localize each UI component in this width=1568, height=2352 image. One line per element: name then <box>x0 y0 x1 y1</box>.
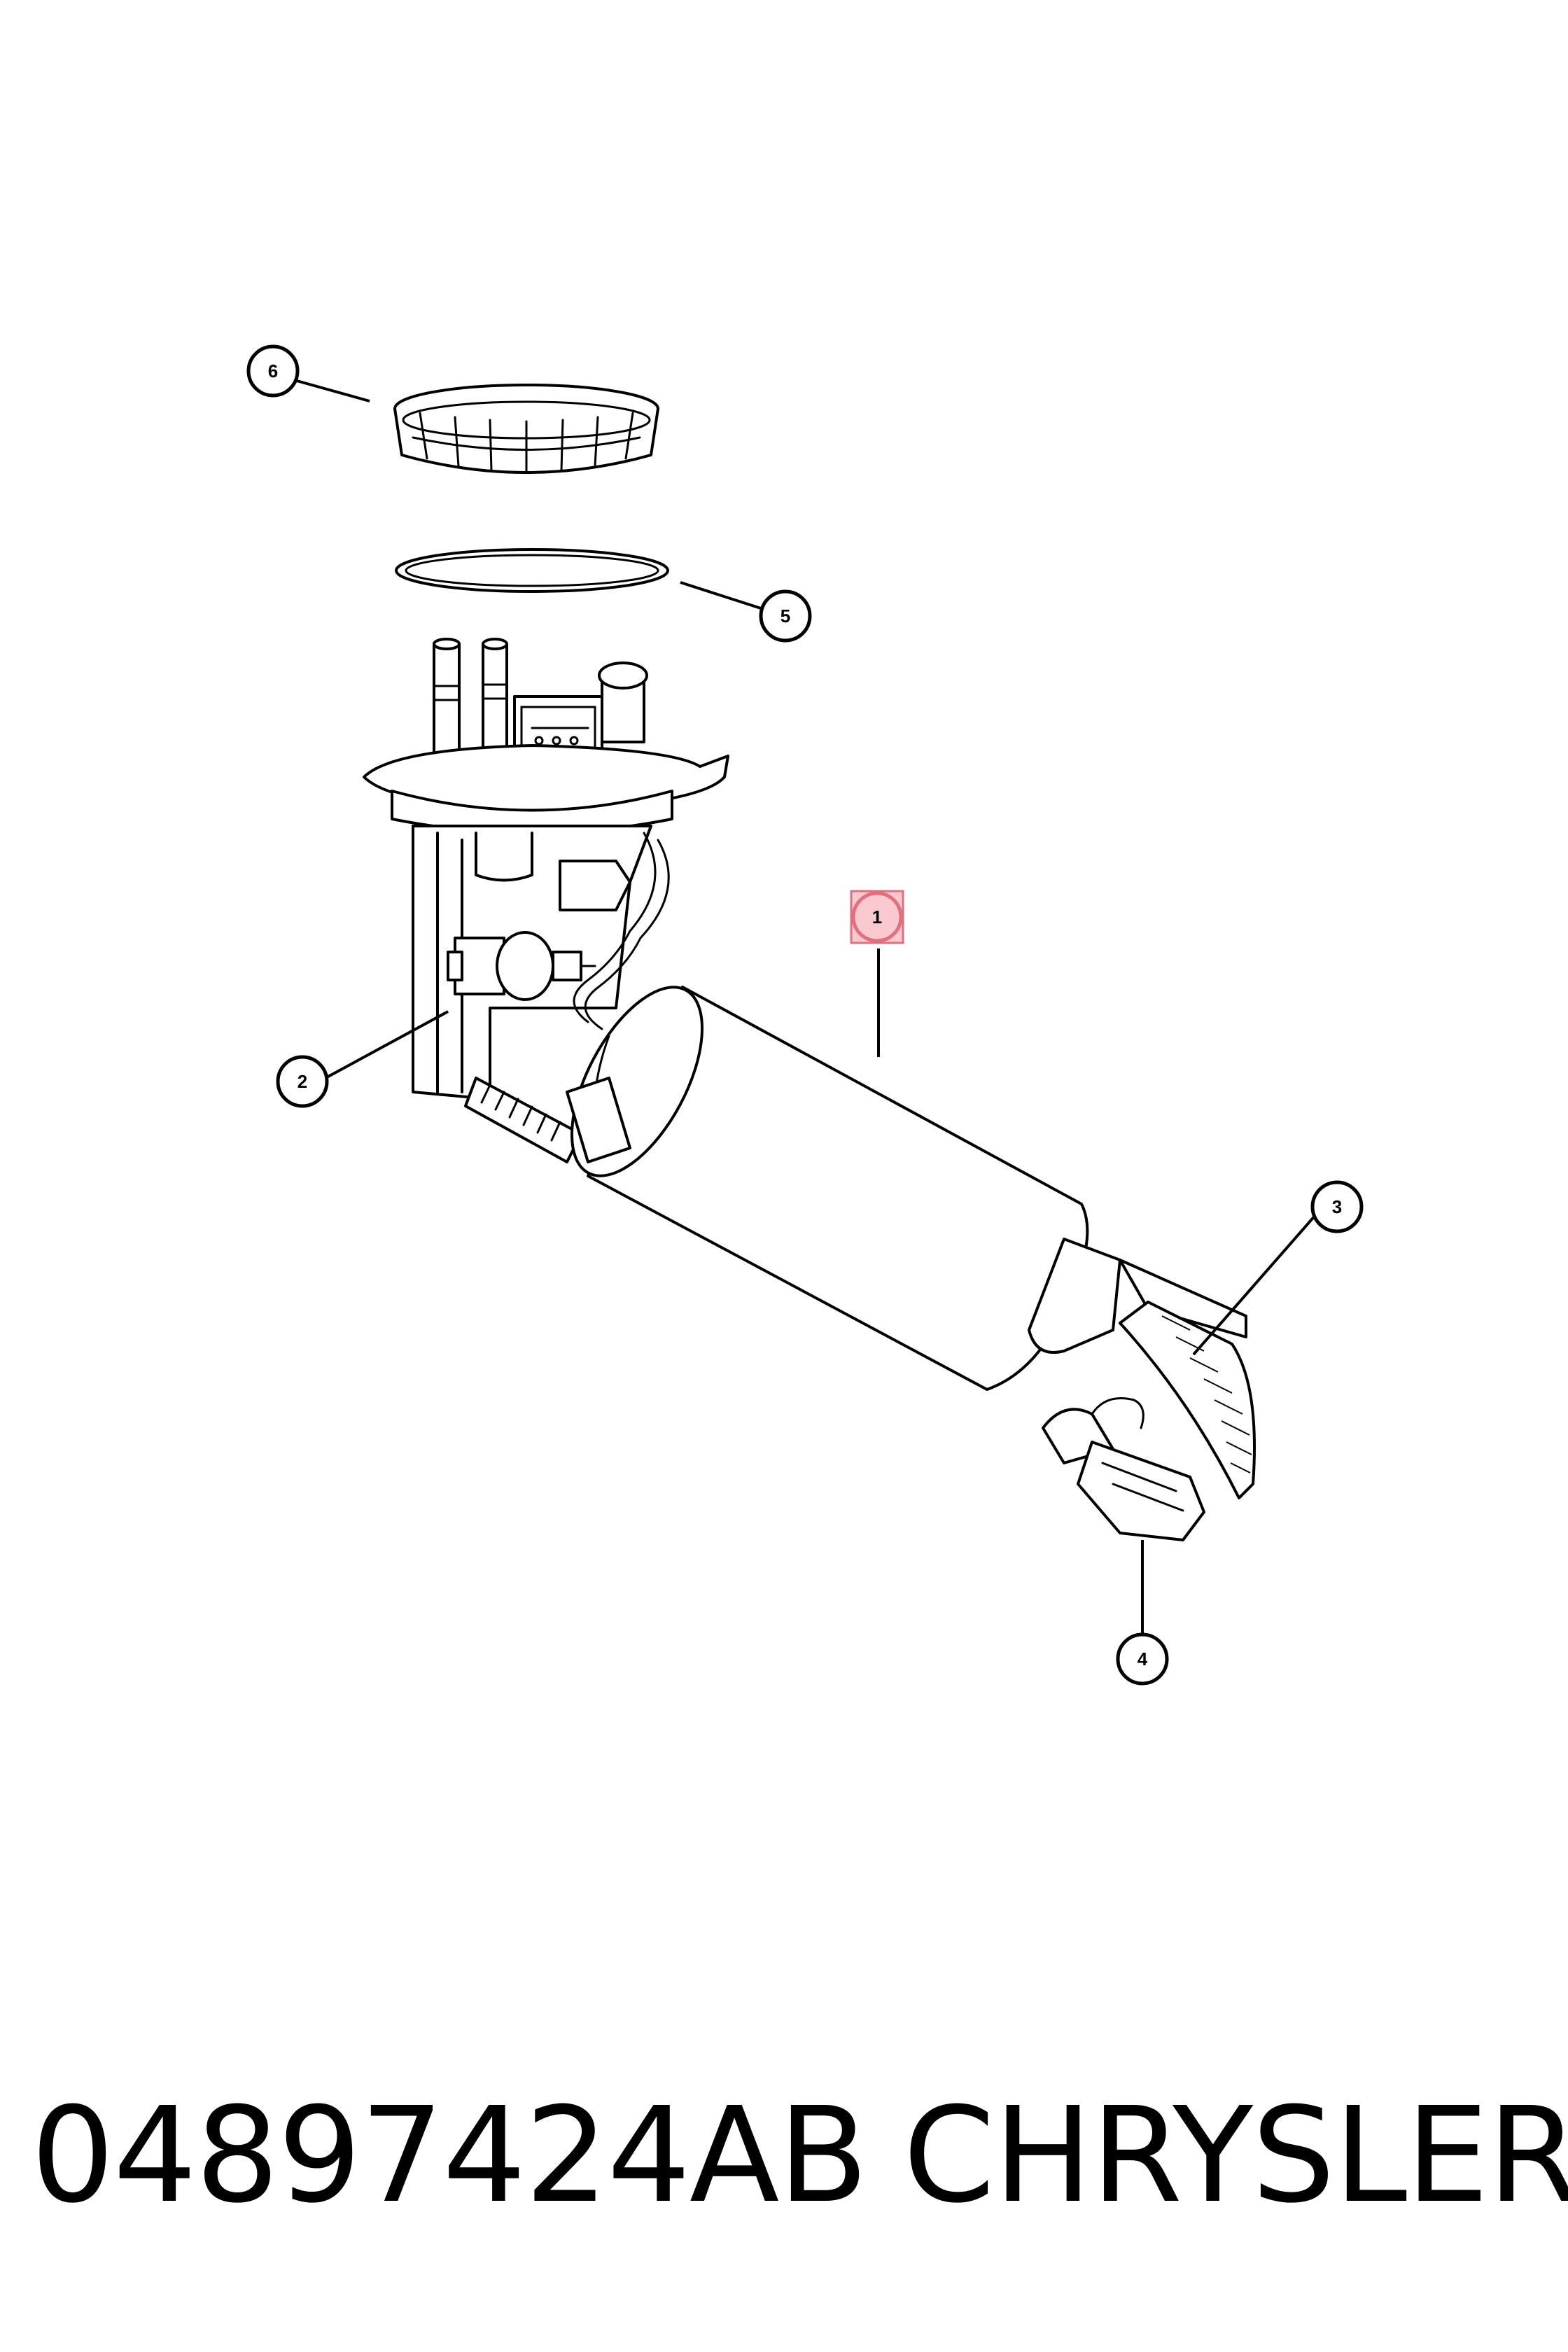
leader-line-2 <box>325 1010 449 1079</box>
callout-2-label: 2 <box>298 1071 307 1092</box>
lock-ring-part <box>393 384 659 474</box>
callout-4-circle <box>1116 1632 1169 1686</box>
callout-2-circle <box>276 1055 329 1108</box>
filter-terminal-part <box>1119 1259 1256 1499</box>
level-sender-part <box>447 931 596 1001</box>
callout-5-label: 5 <box>780 606 790 626</box>
leader-line-5 <box>680 581 764 610</box>
callout-4[interactable]: 4 <box>1116 1632 1169 1686</box>
callout-3-circle <box>1310 1180 1364 1233</box>
seal-ring-part <box>395 548 669 593</box>
callout-6-label: 6 <box>268 360 278 382</box>
callout-5-circle <box>759 589 812 643</box>
leader-line-6 <box>296 379 370 402</box>
callout-1-label: 1 <box>872 906 882 927</box>
callout-6[interactable]: 6 <box>246 344 300 398</box>
module-flange-part <box>363 638 729 834</box>
brand-name: CHRYSLER <box>903 2079 1568 2232</box>
callout-4-label: 4 <box>1138 1648 1148 1670</box>
callout-5[interactable]: 5 <box>759 589 812 643</box>
wire-connector-part <box>1042 1397 1205 1541</box>
inlet-spring-part <box>464 1077 582 1163</box>
callout-1[interactable]: 1 <box>850 890 904 944</box>
callout-2[interactable]: 2 <box>276 1055 329 1108</box>
callout-1-circle <box>851 891 903 943</box>
leader-line-3 <box>1192 1213 1317 1356</box>
leader-lines <box>296 379 1317 1634</box>
callout-3-label: 3 <box>1332 1196 1342 1217</box>
callout-3[interactable]: 3 <box>1310 1180 1364 1233</box>
part-number: 04897424AB <box>31 2079 868 2232</box>
footer: 04897424AB CHRYSLER <box>0 2086 1568 2226</box>
callout-6-circle <box>246 344 300 398</box>
fuel-pump-part <box>566 986 1121 1391</box>
